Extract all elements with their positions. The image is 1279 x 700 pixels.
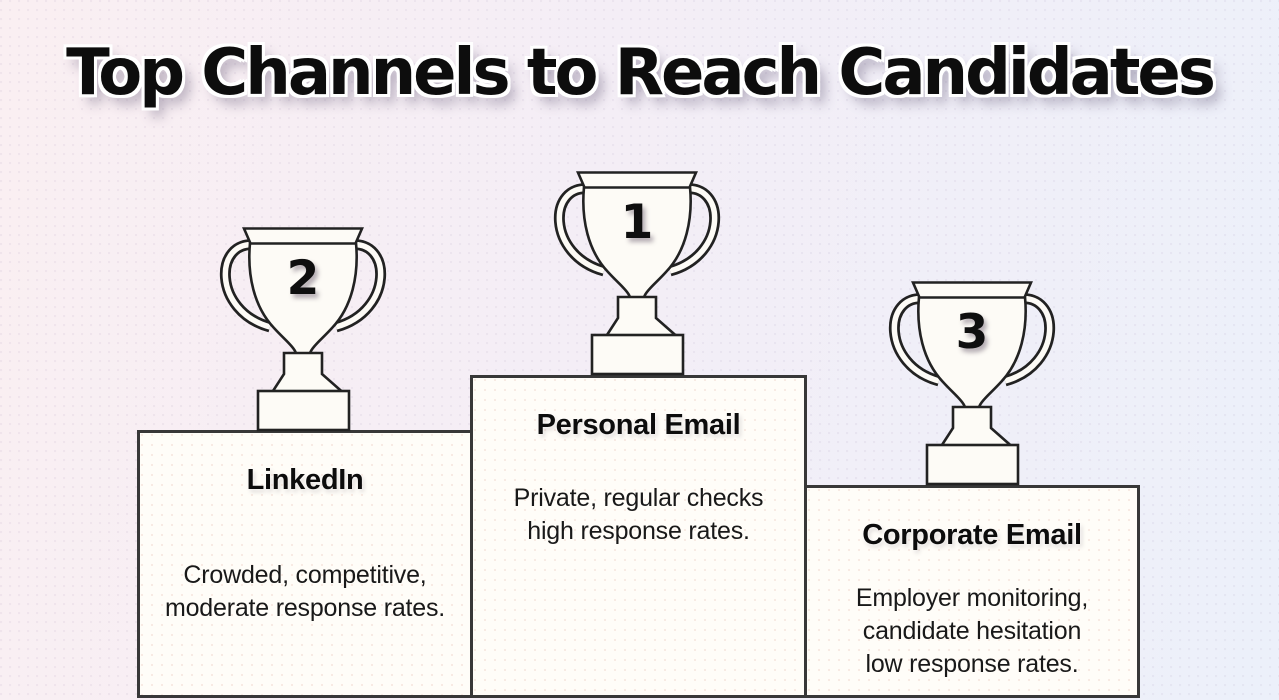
panel-linkedin: LinkedIn Crowded, competitive, moderate … (137, 430, 473, 698)
trophy-icon (220, 227, 386, 432)
trophy-third-place: 3 (881, 281, 1063, 487)
panel-description: Employer monitoring, candidate hesitatio… (855, 584, 1089, 678)
trophy-rank: 3 (955, 305, 989, 360)
trophy-icon (554, 171, 720, 376)
panel-corporate-email: Corporate Email Employer monitoring, can… (804, 485, 1140, 698)
panel-heading: Personal Email (536, 409, 741, 441)
panel-description: Private, regular checks high response ra… (513, 484, 764, 545)
trophy-second-place: 2 (212, 227, 394, 433)
panel-personal-email: Personal Email Private, regular checks h… (470, 375, 807, 698)
trophy-icon (889, 281, 1055, 486)
trophy-rank: 2 (286, 251, 320, 306)
panel-heading: LinkedIn (246, 464, 364, 496)
trophy-rank: 1 (620, 195, 654, 250)
panel-description: Crowded, competitive, moderate response … (164, 561, 446, 622)
panel-heading: Corporate Email (862, 519, 1082, 551)
page-title: Top Channels to Reach Candidates (66, 36, 1216, 110)
trophy-first-place: 1 (546, 171, 728, 377)
